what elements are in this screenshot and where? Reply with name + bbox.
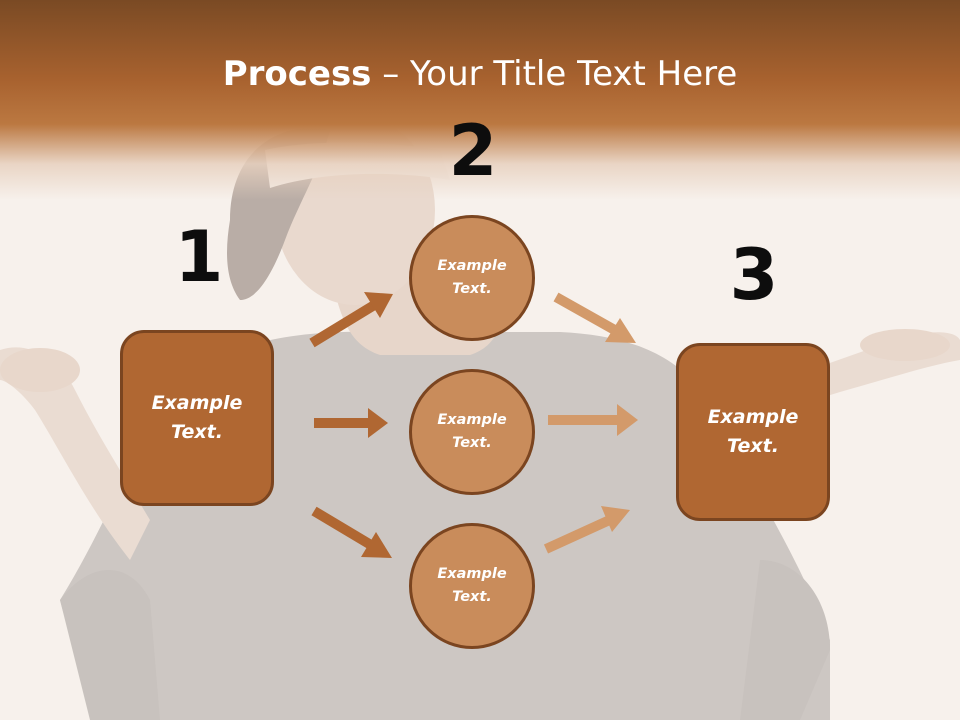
step-number-1: 1 [174, 216, 224, 298]
circle-bottom-text: Example Text. [437, 566, 507, 605]
circle-middle[interactable]: Example Text. [409, 369, 535, 495]
circle-top[interactable]: Example Text. [409, 215, 535, 341]
right-box[interactable]: Example Text. [676, 343, 830, 521]
left-box[interactable]: Example Text. [120, 330, 274, 506]
slide-title: Process – Your Title Text Here [0, 52, 960, 96]
title-bold: Process [222, 54, 372, 94]
right-box-text: Example Text. [707, 406, 799, 457]
circle-middle-text: Example Text. [437, 412, 507, 451]
step-number-2: 2 [448, 110, 498, 192]
title-rest: – Your Title Text Here [371, 54, 738, 94]
circle-top-text: Example Text. [437, 258, 507, 297]
header-band [0, 0, 960, 200]
circle-bottom[interactable]: Example Text. [409, 523, 535, 649]
left-box-text: Example Text. [151, 392, 243, 443]
step-number-3: 3 [729, 234, 779, 316]
